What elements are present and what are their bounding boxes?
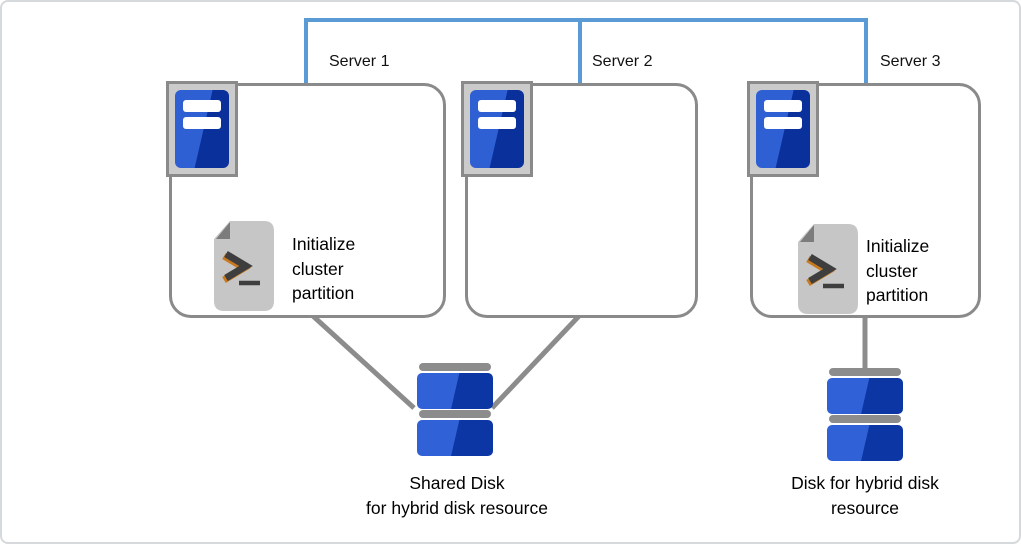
disk-cap-bar [829,415,901,423]
disk-platter [417,420,493,456]
shared-disk-caption: Shared Disk for hybrid disk resource [366,473,548,518]
script-file-icon [214,221,274,311]
disk-cap-bar [419,363,491,371]
server-tower-body [756,90,810,168]
server3-disk-caption: Disk for hybrid disk resource [791,473,939,518]
server-drive-bay-bar [478,100,516,112]
server-drive-bay-bar [183,117,221,129]
prompt-chevron [224,250,253,282]
server-drive-bay-bar [764,117,802,129]
network-interconnect-line [304,18,868,83]
disk-platter [827,425,903,461]
server2-label: Server 2 [592,53,653,70]
disk-platter [827,378,903,414]
server-tower-body [175,90,229,168]
server3-label: Server 3 [880,53,941,70]
server2-tower-icon [461,81,533,177]
server-drive-bay-bar [478,117,516,129]
server1-script-note: Initialize cluster partition [292,234,356,303]
shared-disk-icon [417,363,493,456]
server-drive-bay-bar [183,100,221,112]
server3-tower-icon [747,81,819,177]
server3-disk-icon [827,368,903,461]
server2-to-shared-disk-line [490,314,581,410]
script-file-icon [798,224,858,314]
server1-to-shared-disk-line [311,314,416,410]
server-tower-body [470,90,524,168]
script-folded-corner [800,225,814,242]
server3-script-note: Initialize cluster partition [866,236,930,305]
disk-cap-bar [419,410,491,418]
script-folded-corner [216,222,230,239]
server1-label: Server 1 [329,53,390,70]
disk-platter [417,373,493,409]
server1-tower-icon [166,81,238,177]
disk-cap-bar [829,368,901,376]
server-drive-bay-bar [764,100,802,112]
server2-box [465,83,698,318]
prompt-chevron [808,253,837,285]
